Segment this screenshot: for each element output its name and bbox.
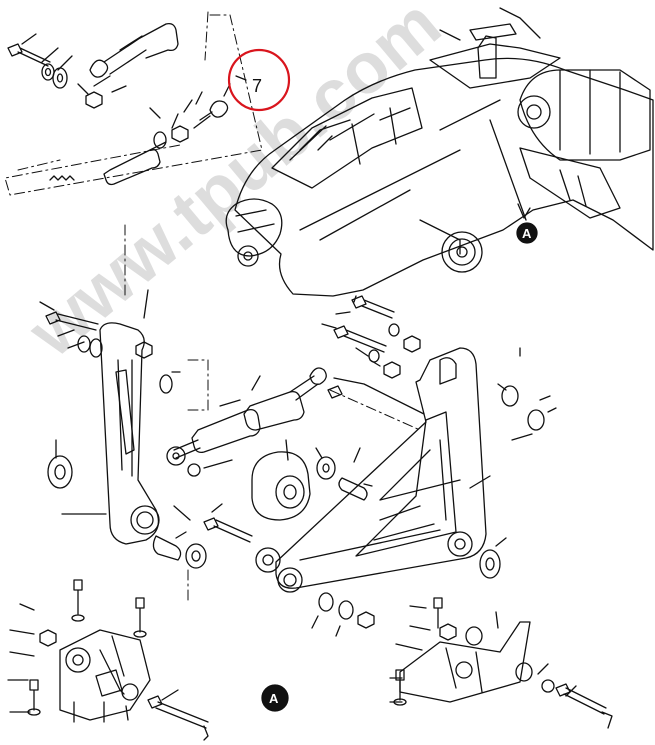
washer-icon	[133, 630, 147, 638]
nut-icon	[85, 91, 103, 109]
stub-wing	[519, 147, 621, 219]
washer-icon	[465, 626, 483, 646]
left-link-assembly	[39, 224, 209, 601]
bottom-left-bracket	[7, 579, 209, 741]
large-bushing	[251, 451, 311, 521]
bolt-icon	[555, 683, 607, 715]
pushrod-tube	[243, 390, 305, 431]
washer-icon	[89, 338, 103, 358]
washer-icon	[187, 463, 201, 477]
rod-end-icon	[89, 37, 147, 78]
bracket-body	[59, 629, 151, 721]
fuselage	[234, 57, 654, 297]
engine-nacelle	[519, 69, 651, 161]
highlight-circle	[227, 48, 291, 112]
helicopter-illustration: A	[225, 7, 654, 297]
bolt-icon	[45, 311, 99, 331]
bushing-icon	[47, 455, 73, 489]
bolt-icon	[333, 325, 387, 353]
link-arm	[99, 322, 160, 545]
bolt-icon	[147, 695, 209, 729]
washer-icon	[121, 683, 139, 701]
nut-icon	[171, 125, 189, 143]
nut-icon	[439, 623, 457, 641]
washer-icon	[501, 385, 519, 407]
frame-body	[275, 347, 487, 589]
spacer-icon	[338, 477, 368, 501]
top-hardware-group	[4, 11, 263, 196]
bolt-icon	[7, 43, 51, 67]
right-frame-assembly	[203, 295, 557, 637]
sensor-turret	[225, 198, 283, 257]
landing-gear-strut	[419, 219, 461, 255]
detail-label: A	[269, 691, 279, 706]
nut-icon	[135, 341, 153, 359]
washer-icon	[153, 131, 167, 149]
rod-end-icon	[166, 446, 186, 466]
rod-end-icon	[309, 367, 327, 385]
bolt-icon	[135, 597, 145, 633]
bottom-right-bracket	[389, 597, 613, 729]
detail-label-top: A	[522, 226, 532, 241]
spacer-icon	[316, 456, 336, 480]
washer-icon	[185, 543, 207, 569]
bolt-icon	[203, 517, 253, 543]
bolt-icon	[351, 295, 395, 319]
washer-icon	[338, 600, 354, 620]
canopy	[271, 87, 423, 189]
bolt-icon	[395, 669, 405, 701]
detail-a-marker: A	[261, 684, 289, 712]
washer-icon	[318, 592, 334, 612]
pushrod-assembly	[166, 367, 425, 477]
bushing-icon	[479, 549, 501, 579]
bolt-icon	[73, 579, 83, 615]
washer-icon	[515, 662, 533, 682]
bolt-icon	[29, 679, 39, 711]
bushing-icon	[152, 535, 182, 561]
figure-number: 7	[252, 76, 262, 96]
washer-icon	[327, 385, 343, 399]
wheel-icon	[441, 231, 483, 273]
washer-icon	[541, 679, 555, 693]
washer-icon	[71, 614, 85, 622]
nut-icon	[403, 335, 421, 353]
bushing-icon	[95, 669, 123, 697]
washer-icon	[159, 374, 173, 394]
bushing-group	[251, 439, 373, 521]
detail-a-marker-top: A	[516, 222, 538, 244]
nut-icon	[39, 629, 57, 647]
figure-number-marker: 7	[227, 48, 291, 112]
rod-end-icon	[193, 100, 229, 129]
washer-icon	[388, 323, 400, 337]
washer-icon	[527, 409, 545, 431]
bolt-icon	[433, 597, 443, 629]
rotor-mast	[469, 23, 517, 79]
spring-icon	[49, 175, 75, 181]
bracket-body	[399, 621, 531, 703]
nut-icon	[357, 611, 375, 629]
washer-icon	[52, 67, 68, 89]
nut-icon	[383, 361, 401, 379]
